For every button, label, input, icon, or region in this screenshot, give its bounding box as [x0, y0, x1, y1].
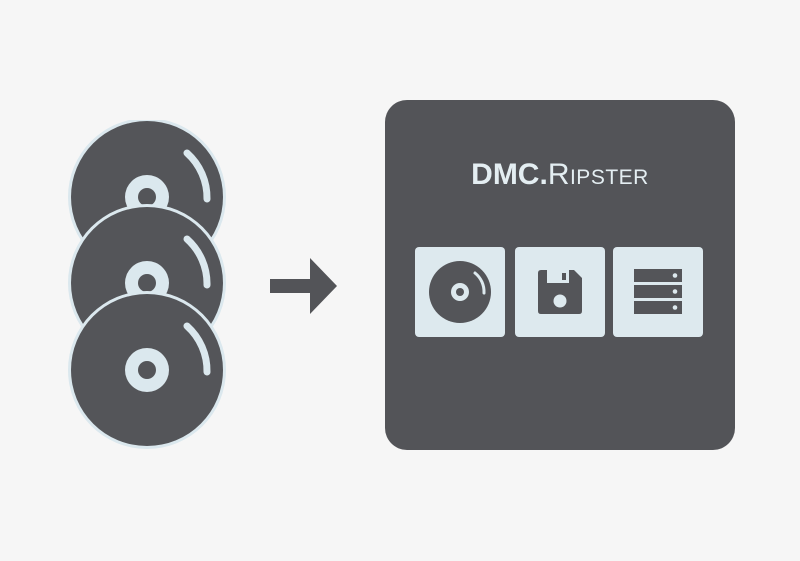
- app-title-brand: DMC.: [471, 158, 548, 191]
- disc-tile[interactable]: [415, 247, 505, 337]
- disc-icon: [68, 291, 226, 449]
- disc-icon: [429, 261, 491, 323]
- feature-tiles: [415, 247, 705, 339]
- server-storage-icon: [634, 269, 682, 314]
- app-title-product: Ripster: [547, 158, 649, 191]
- floppy-disk-icon: [538, 270, 582, 314]
- arrow-right-icon: [268, 255, 340, 324]
- storage-tile[interactable]: [613, 247, 703, 337]
- save-tile[interactable]: [515, 247, 605, 337]
- source-disc-stack: [62, 120, 232, 455]
- disc-stack-graphic: [68, 120, 226, 449]
- dmc-ripster-app-panel: DMC.Ripster: [385, 100, 735, 450]
- app-title: DMC.Ripster: [385, 158, 735, 192]
